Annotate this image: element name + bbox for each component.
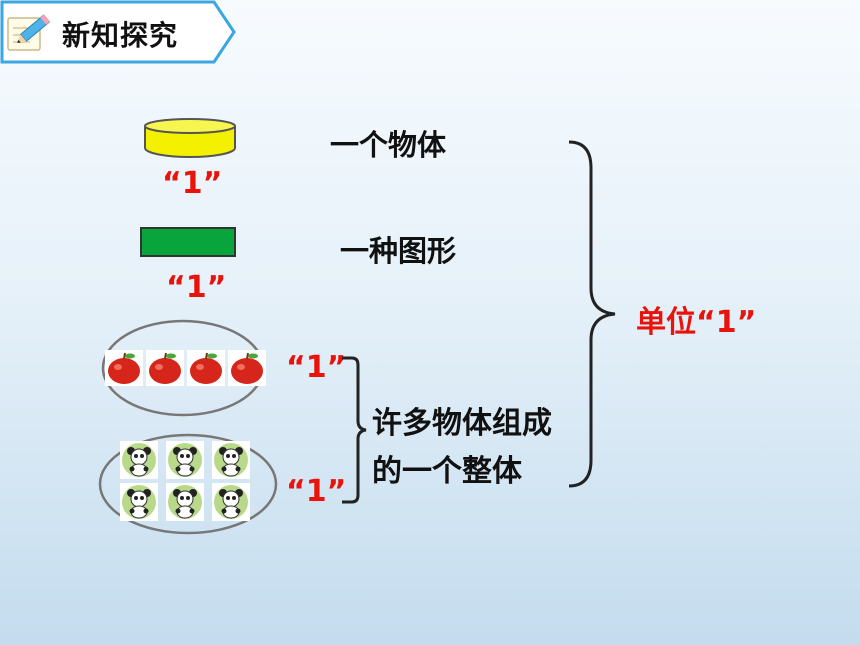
one-shape-label: 一种图形	[340, 234, 457, 268]
summary-brace	[568, 140, 616, 488]
panda-group-ellipse	[98, 433, 278, 535]
apple-icon	[146, 350, 184, 386]
panda-icon	[166, 441, 204, 479]
panda-grid	[120, 441, 250, 521]
panda-group-unit-label: “1”	[286, 474, 347, 509]
unit-one-label: 单位“1”	[636, 305, 757, 340]
header-title: 新知探究	[62, 19, 179, 52]
panda-icon	[212, 441, 250, 479]
one-object-label: 一个物体	[330, 128, 447, 162]
group-description-line1: 许多物体组成	[372, 406, 552, 441]
group-description-line2: 的一个整体	[372, 454, 522, 489]
yellow-cylinder-shape	[144, 118, 236, 158]
section-header: 新知探究	[0, 0, 238, 64]
pencil-note-icon	[7, 14, 51, 51]
rectangle-unit-label: “1”	[166, 270, 227, 305]
panda-icon	[120, 483, 158, 521]
panda-icon	[212, 483, 250, 521]
group-bracket	[342, 356, 367, 504]
green-rectangle-shape	[140, 227, 236, 257]
apple-group-unit-label: “1”	[286, 350, 347, 385]
panda-icon	[166, 483, 204, 521]
apple-icon	[187, 350, 225, 386]
apple-icon	[228, 350, 266, 386]
panda-icon	[120, 441, 158, 479]
header-tab-shape	[0, 0, 236, 64]
apple-icon	[105, 350, 143, 386]
cylinder-unit-label: “1”	[162, 166, 223, 201]
apple-row	[105, 350, 266, 386]
